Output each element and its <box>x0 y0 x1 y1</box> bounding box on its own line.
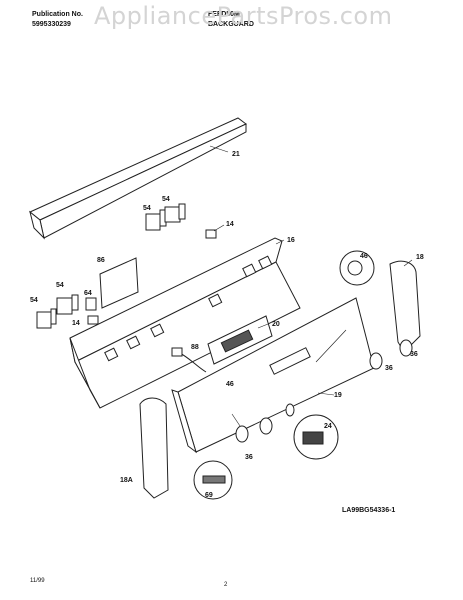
callout-18A: 18A <box>120 477 133 484</box>
callout-54: 54 <box>143 205 151 212</box>
part-88-wire-harness <box>171 347 207 373</box>
callout-86: 86 <box>97 257 105 264</box>
part-54-switch-a <box>145 203 186 231</box>
callout-46: 46 <box>226 381 234 388</box>
callout-64: 64 <box>84 290 92 297</box>
callout-24: 24 <box>324 423 332 430</box>
callout-36: 36 <box>410 351 418 358</box>
publication-number: 5995330239 <box>32 21 71 28</box>
callout-16: 16 <box>287 237 295 244</box>
callout-46: 46 <box>360 253 368 260</box>
part-64-bracket <box>85 297 99 325</box>
callout-14: 14 <box>72 320 80 327</box>
part-24-switch-detail <box>293 414 339 460</box>
section-title: BACKGUARD <box>208 21 254 28</box>
page-number: 2 <box>224 582 228 588</box>
part-54-switch-b <box>36 294 79 329</box>
callout-88: 88 <box>191 344 199 351</box>
footer-date: 11/99 <box>30 578 45 584</box>
part-18A-end-cap <box>139 397 169 499</box>
watermark-logo: AppliancePartsPros.com <box>94 2 393 30</box>
callout-21: 21 <box>232 151 240 158</box>
callout-19: 19 <box>334 392 342 399</box>
part-16-backguard-panel <box>69 237 301 409</box>
part-18-end-cap <box>389 260 421 353</box>
part-21-trim <box>29 117 247 240</box>
part-86-plate <box>99 257 139 309</box>
callout-69: 69 <box>205 492 213 499</box>
diagram-reference-number: LA99BG54336-1 <box>342 507 396 514</box>
part-36-knobs <box>235 339 413 443</box>
callout-leaders <box>209 145 413 427</box>
part-14-clip-top <box>205 229 217 239</box>
model-number: FEFD50M <box>208 11 240 18</box>
callout-54: 54 <box>30 297 38 304</box>
callout-36: 36 <box>385 365 393 372</box>
callout-36: 36 <box>245 454 253 461</box>
callout-20: 20 <box>272 321 280 328</box>
part-20-control-board <box>207 315 273 365</box>
callout-14: 14 <box>226 221 234 228</box>
part-69-screw-detail <box>193 460 233 500</box>
callout-18: 18 <box>416 254 424 261</box>
callout-labels: 21 54 54 14 86 16 46 18 54 64 54 14 20 8… <box>30 151 424 499</box>
callout-54: 54 <box>56 282 64 289</box>
callout-54: 54 <box>162 196 170 203</box>
publication-label: Publication No. <box>32 11 83 18</box>
part-46-knob-detail <box>339 250 375 286</box>
